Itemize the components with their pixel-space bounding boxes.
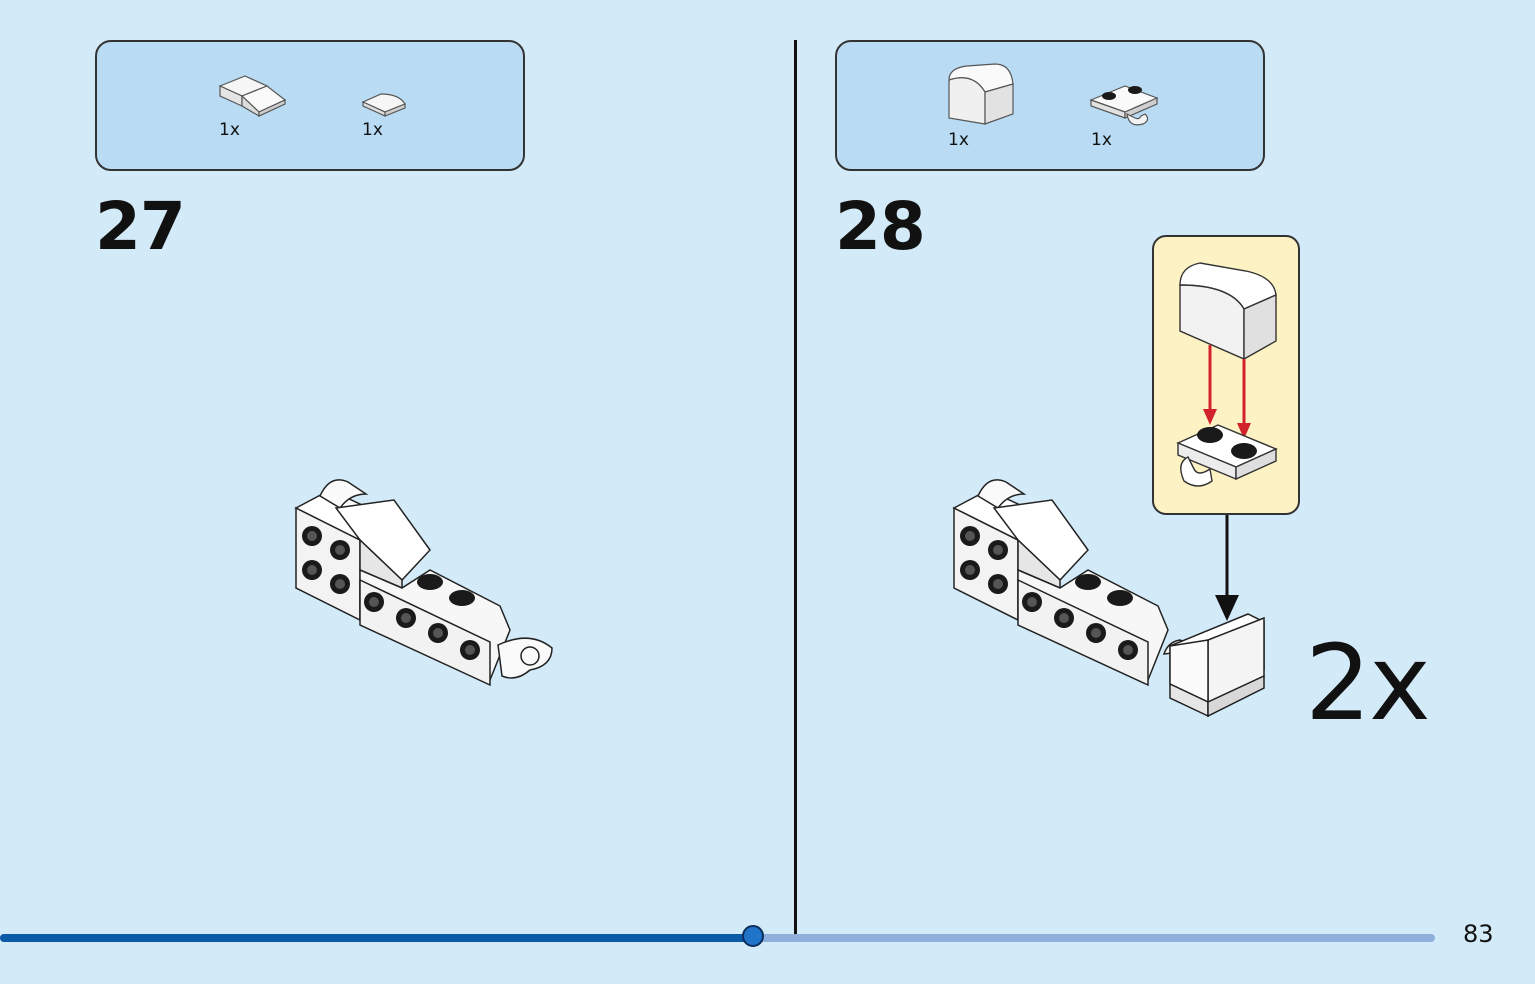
subassembly-callout bbox=[1152, 235, 1300, 515]
part-quantity: 1x bbox=[1091, 130, 1112, 150]
progress-fill bbox=[0, 934, 753, 942]
progress-bar bbox=[0, 925, 1435, 947]
page-divider bbox=[794, 40, 797, 935]
curved-slope-brick-icon bbox=[948, 63, 1014, 125]
round-tile-quarter-icon bbox=[361, 93, 406, 117]
part-quantity: 1x bbox=[219, 120, 240, 140]
part-quantity: 1x bbox=[948, 130, 969, 150]
progress-knob bbox=[742, 925, 764, 947]
part-quantity: 1x bbox=[362, 120, 383, 140]
step-number: 28 bbox=[835, 188, 926, 265]
clip-plate-icon bbox=[1089, 85, 1159, 126]
build-multiplier: 2x bbox=[1305, 622, 1431, 744]
assembly-model-step-27 bbox=[294, 479, 553, 687]
assembly-model-step-28 bbox=[952, 479, 1265, 718]
parts-box-step-27: 1x 1x bbox=[95, 40, 525, 171]
page-number: 83 bbox=[1463, 920, 1494, 948]
subassembly-illustration bbox=[1176, 262, 1278, 487]
step-number: 27 bbox=[95, 188, 186, 265]
placement-arrow bbox=[1215, 515, 1239, 621]
slope-brick-icon bbox=[218, 75, 287, 118]
parts-box-step-28: 1x 1x bbox=[835, 40, 1265, 171]
